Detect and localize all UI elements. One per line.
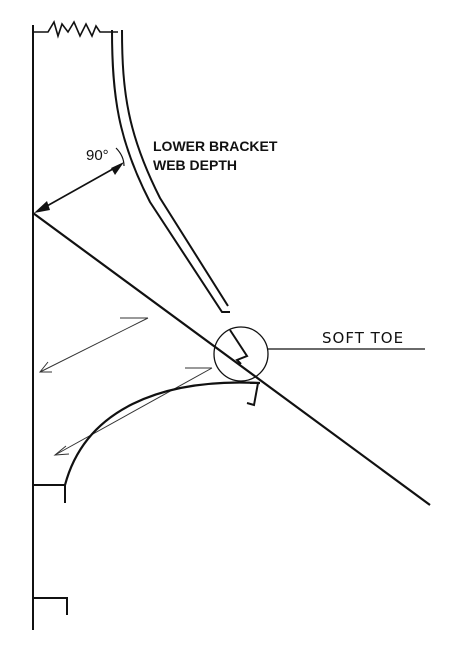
depth-arrowhead-left bbox=[34, 201, 50, 213]
bracket-label-line1: LOWER BRACKET bbox=[153, 138, 278, 154]
depth-dimension-line bbox=[37, 164, 121, 212]
soft-toe-circle bbox=[213, 326, 269, 382]
bracket-scallop-curve bbox=[63, 381, 261, 486]
diagonal-line bbox=[32, 212, 431, 506]
stiffener-upper-bracket bbox=[33, 484, 66, 503]
flange-curve-outer bbox=[111, 29, 230, 313]
upper-arrowhead bbox=[38, 361, 52, 373]
soft-toe-notch bbox=[229, 329, 249, 365]
lower-arrowhead bbox=[53, 445, 70, 456]
flange-curve-inner bbox=[121, 29, 229, 307]
break-line bbox=[33, 20, 118, 39]
depth-arrowhead-right bbox=[111, 162, 124, 175]
stiffener-lower-bracket bbox=[33, 597, 68, 615]
upper-arrow-shaft bbox=[39, 317, 149, 373]
angle-label: 90° bbox=[86, 147, 109, 164]
right-angle-arc bbox=[115, 147, 125, 167]
scallop-end-tick bbox=[246, 382, 260, 407]
lower-arrow-shaft bbox=[54, 367, 213, 456]
bracket-label-line2: WEB DEPTH bbox=[153, 157, 237, 173]
soft-toe-label: SOFT TOE bbox=[322, 329, 404, 347]
